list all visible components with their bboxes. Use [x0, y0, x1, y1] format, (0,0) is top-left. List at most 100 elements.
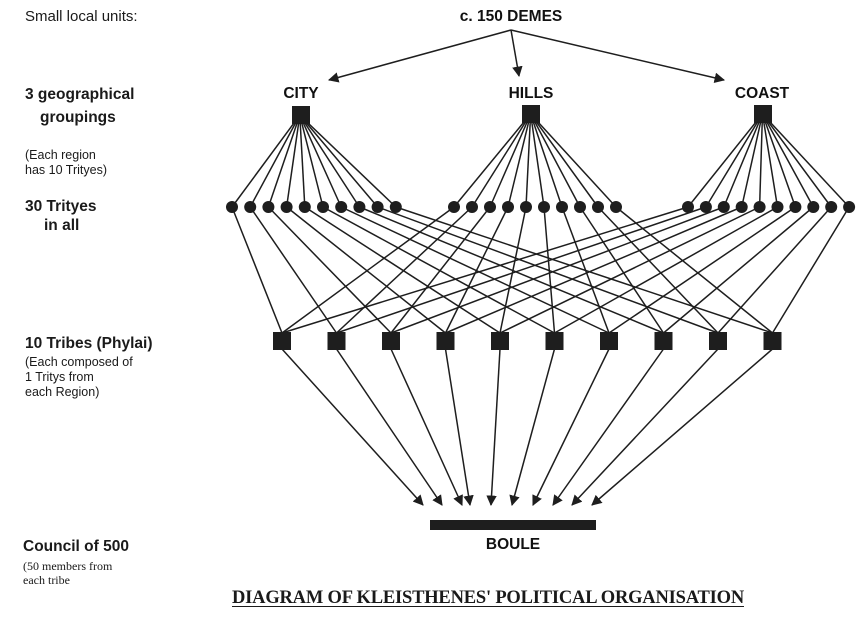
- edge-coast-tritys-10-to-tribe-10: [771, 206, 850, 334]
- tritys-node-coast-10: [843, 201, 856, 213]
- label-groupings: groupings: [40, 109, 116, 126]
- edge-city-to-tritys-10: [307, 122, 397, 208]
- edge-city-tritys-7-to-tribe-7: [340, 206, 610, 334]
- edge-city-tritys-3-to-tribe-3: [267, 206, 392, 334]
- node-label-boule: BOULE: [485, 536, 541, 553]
- edge-hills-tritys-1-to-tribe-1: [281, 206, 455, 334]
- edge-city-to-tritys-9: [305, 122, 379, 208]
- label-geographical-groupings: 3 geographical: [25, 86, 135, 103]
- tritys-node-coast-3: [717, 201, 730, 213]
- edge-hills-to-tritys-9: [535, 121, 599, 208]
- arrow-tribe-4-to-boule: [444, 348, 474, 507]
- edge-city-tritys-5-to-tribe-5: [304, 206, 501, 334]
- edge-city-to-tritys-1: [231, 122, 295, 208]
- edge-hills-to-tritys-2: [471, 121, 527, 208]
- edge-city-tritys-1-to-tribe-1: [231, 206, 283, 334]
- tritys-node-hills-8: [574, 201, 586, 213]
- tribe-node-9: [709, 332, 727, 350]
- edge-hills-tritys-2-to-tribe-2: [335, 206, 473, 334]
- edge-hills-tritys-4-to-tribe-4: [444, 206, 509, 334]
- tritys-node-coast-2: [699, 201, 712, 213]
- tritys-node-city-9: [371, 201, 384, 213]
- label-10-tribes: 10 Tribes (Phylai): [25, 335, 153, 352]
- tribe-node-1: [273, 332, 291, 350]
- arrow-tribe-5-to-boule: [486, 348, 501, 507]
- tritys-node-city-3: [262, 201, 275, 213]
- edge-coast-tritys-3-to-tribe-3: [390, 206, 725, 334]
- tritys-node-hills-4: [502, 201, 514, 213]
- arrow-tribe-1-to-boule: [281, 348, 424, 506]
- tritys-node-city-4: [280, 201, 293, 213]
- edge-hills-tritys-8-to-tribe-8: [579, 206, 665, 334]
- tritys-node-city-10: [389, 201, 402, 213]
- edge-hills-to-tritys-6: [531, 121, 545, 208]
- edge-city-tritys-9-to-tribe-9: [377, 206, 719, 334]
- edge-coast-tritys-5-to-tribe-5: [499, 206, 760, 334]
- edge-coast-tritys-4-to-tribe-4: [445, 206, 742, 334]
- tritys-node-hills-7: [556, 201, 568, 213]
- label-30-trityes: 30 Trityes: [25, 198, 97, 215]
- edge-city-to-tritys-8: [304, 122, 361, 208]
- edge-coast-to-tritys-9: [767, 121, 832, 208]
- edge-coast-tritys-2-to-tribe-2: [336, 206, 707, 334]
- tritys-node-city-6: [317, 201, 329, 213]
- note-region-line1: (Each region: [25, 148, 96, 162]
- tritys-node-hills-5: [520, 201, 532, 213]
- note-region-line2: has 10 Trityes): [25, 163, 107, 177]
- edge-city-to-tritys-6: [301, 122, 324, 208]
- label-small-local-units: Small local units:: [25, 8, 138, 25]
- tribe-node-5: [491, 332, 509, 350]
- node-label-city: CITY: [283, 85, 319, 102]
- edge-coast-tritys-8-to-tribe-8: [663, 206, 814, 334]
- arrow-tribe-8-to-boule: [552, 348, 665, 506]
- arrow-tribe-7-to-boule: [532, 348, 610, 506]
- tribe-node-4: [436, 332, 455, 350]
- tritys-node-city-2: [244, 201, 257, 213]
- tribe-node-10: [763, 332, 782, 350]
- edge-coast-to-tritys-2: [705, 121, 759, 208]
- edge-coast-to-tritys-1: [687, 121, 757, 208]
- tritys-node-hills-2: [466, 201, 478, 213]
- label-council-of-500: Council of 500: [23, 538, 129, 555]
- arrow-tribe-10-to-boule: [591, 348, 773, 506]
- edge-city-to-tritys-4: [285, 122, 300, 208]
- tribe-node-8: [654, 332, 673, 350]
- tribe-node-6: [545, 332, 564, 350]
- region-node-coast: [754, 105, 772, 123]
- edge-city-to-tritys-7: [302, 122, 342, 208]
- edge-city-tritys-2-to-tribe-2: [249, 206, 338, 334]
- tribe-node-3: [382, 332, 400, 350]
- node-label-coast: COAST: [734, 85, 790, 102]
- note-tribes-line3: each Region): [25, 385, 100, 399]
- edge-hills-tritys-5-to-tribe-5: [499, 206, 527, 334]
- edge-hills-to-tritys-8: [534, 121, 581, 208]
- arrow-tribe-3-to-boule: [390, 348, 463, 506]
- edge-city-tritys-4-to-tribe-4: [286, 206, 446, 334]
- edge-hills-to-tritys-5: [525, 121, 531, 208]
- label-in-all: in all: [44, 217, 80, 234]
- note-council-line1: (50 members from: [23, 559, 113, 573]
- arrow-tribe-9-to-boule: [571, 348, 719, 506]
- boule-node: [430, 520, 596, 530]
- diagram-title: DIAGRAM OF KLEISTHENES' POLITICAL ORGANI…: [232, 588, 744, 608]
- edge-coast-to-tritys-7: [764, 121, 797, 208]
- tritys-node-coast-5: [753, 201, 766, 213]
- node-label-demes: c. 150 DEMES: [459, 8, 563, 25]
- tritys-node-coast-6: [771, 201, 784, 213]
- edge-coast-to-tritys-6: [763, 121, 779, 208]
- edge-hills-tritys-3-to-tribe-3: [390, 206, 491, 334]
- edge-city-to-tritys-2: [249, 122, 297, 208]
- edge-city-tritys-8-to-tribe-8: [359, 206, 664, 334]
- edge-hills-to-tritys-10: [537, 121, 617, 208]
- edge-hills-tritys-6-to-tribe-6: [543, 206, 556, 334]
- tritys-node-city-5: [298, 201, 311, 213]
- edge-city-tritys-10-to-tribe-10: [395, 206, 773, 334]
- edge-hills-to-tritys-4: [507, 121, 530, 208]
- arrow-tribe-6-to-boule: [509, 348, 556, 507]
- edge-hills-to-tritys-1: [453, 121, 525, 208]
- node-label-hills: HILLS: [508, 85, 554, 102]
- note-tribes-line1: (Each composed of: [25, 355, 133, 369]
- edge-city-to-tritys-3: [267, 122, 298, 208]
- edge-coast-tritys-7-to-tribe-7: [608, 206, 796, 334]
